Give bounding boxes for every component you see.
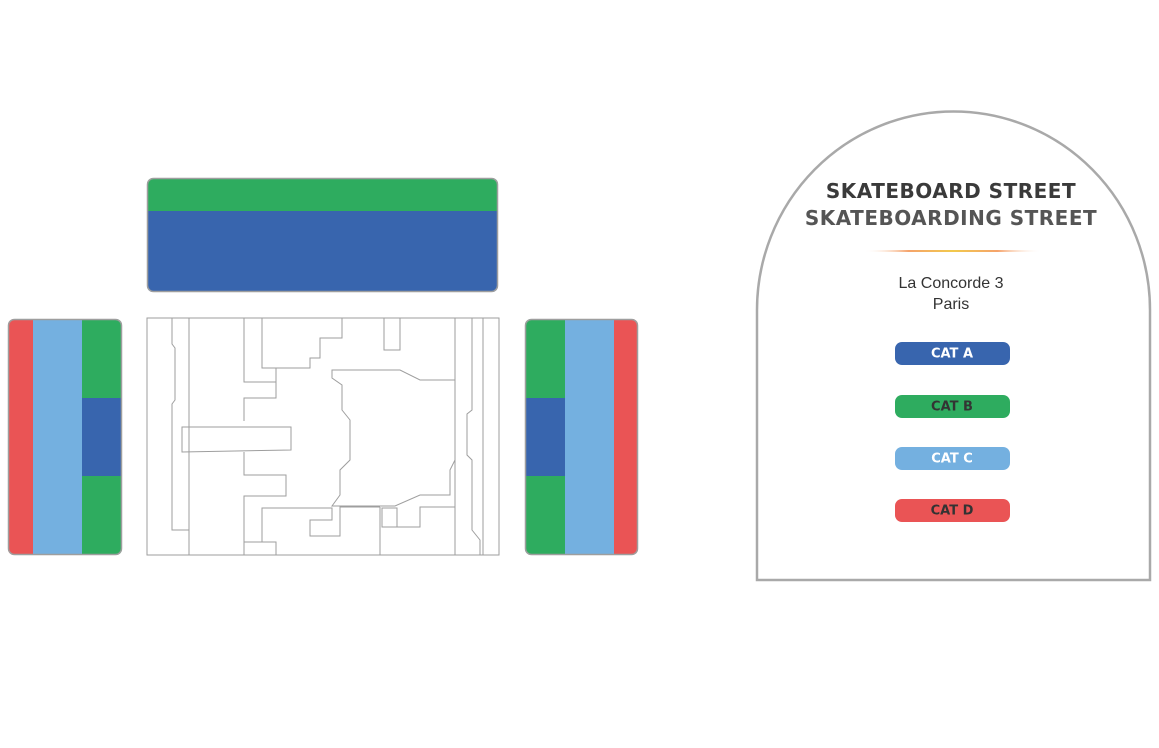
section-right-cat-d[interactable]: [614, 319, 638, 555]
section-right-cat-c[interactable]: [565, 319, 614, 555]
section-right-cat-b-upper[interactable]: [525, 319, 565, 398]
stand-right-outline: [524, 318, 639, 556]
legend-pill-label-cat-c: CAT C: [931, 452, 973, 467]
section-left-cat-b-lower[interactable]: [82, 476, 122, 555]
legend-category-d[interactable]: CAT D: [895, 499, 1010, 522]
stand-top-outline: [146, 177, 499, 293]
legend-title-line2: SKATEBOARDING STREET: [805, 206, 1097, 230]
legend-pill-cat-d: [895, 499, 1010, 522]
course-box-lower-left: [243, 541, 277, 555]
legend-category-a[interactable]: CAT A: [895, 342, 1010, 365]
section-top-cat-b[interactable]: [147, 178, 498, 211]
legend-pill-label-cat-d: CAT D: [931, 504, 974, 519]
course-ledge-right: [454, 318, 481, 555]
course-box-upper-left: [243, 318, 277, 421]
legend-pill-cat-b: [895, 395, 1010, 418]
course-box-lower-mid: [379, 507, 398, 555]
legend-divider: [864, 250, 1042, 252]
course-top-notch-1: [383, 318, 401, 351]
legend-pill-cat-a: [895, 342, 1010, 365]
legend-category-c[interactable]: CAT C: [895, 447, 1010, 470]
course-stair-block: [261, 318, 343, 382]
course-bench: [181, 426, 292, 453]
legend-panel: SKATEBOARD STREET SKATEBOARDING STREET L…: [755, 110, 1152, 582]
course-plaza: [331, 369, 456, 507]
legend-title-line1: SKATEBOARD STREET: [826, 179, 1076, 203]
stand-left[interactable]: [8, 319, 122, 555]
course-ledge-left: [171, 318, 190, 531]
legend-venue-line1: La Concorde 3: [899, 275, 1004, 292]
stand-top[interactable]: [147, 178, 498, 292]
course-box-mid-left: [243, 452, 380, 543]
skate-course: [146, 317, 500, 556]
section-left-cat-b-upper[interactable]: [82, 319, 122, 398]
legend-pill-cat-c: [895, 447, 1010, 470]
section-left-cat-a[interactable]: [82, 398, 122, 476]
legend-category-b[interactable]: CAT B: [895, 395, 1010, 418]
stand-right[interactable]: [525, 319, 638, 555]
section-top-cat-a[interactable]: [147, 211, 498, 292]
section-left-cat-c[interactable]: [33, 319, 82, 555]
section-left-cat-d[interactable]: [8, 319, 33, 555]
course-boundary: [146, 317, 500, 556]
section-right-cat-b-lower[interactable]: [525, 476, 565, 555]
course-box-lower-right: [397, 506, 455, 528]
stand-left-outline: [7, 318, 123, 556]
legend-pill-label-cat-a: CAT A: [931, 347, 973, 362]
legend-venue-line2: Paris: [933, 296, 969, 313]
legend-pill-label-cat-b: CAT B: [931, 400, 973, 415]
section-right-cat-a[interactable]: [525, 398, 565, 476]
